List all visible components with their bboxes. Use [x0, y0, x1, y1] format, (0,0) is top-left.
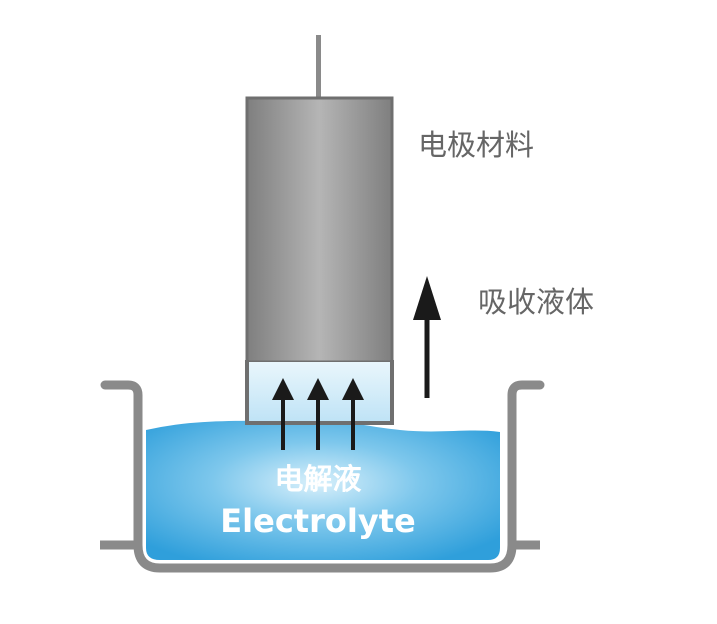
label-electrolyte-cn: 电解液 — [274, 462, 361, 496]
electrode-wire — [316, 35, 321, 101]
label-absorb-liquid: 吸收液体 — [478, 285, 594, 319]
absorb-direction-arrow — [413, 276, 441, 398]
electrolyte-liquid — [146, 419, 500, 560]
electrode-body — [245, 96, 394, 364]
label-electrode-material: 电极材料 — [418, 128, 534, 162]
container-vessel — [100, 380, 545, 573]
capillary-arrows — [272, 378, 364, 450]
label-electrolyte-en: Electrolyte — [220, 502, 415, 540]
